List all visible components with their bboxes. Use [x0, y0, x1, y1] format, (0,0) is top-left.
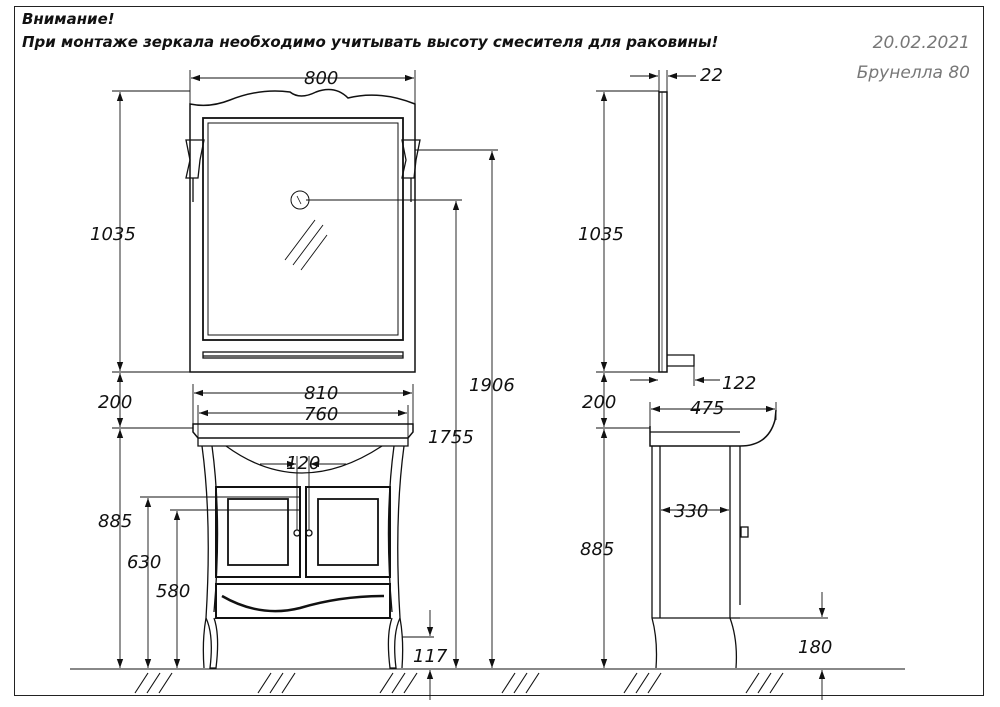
- dim-total-height: 1906: [469, 375, 515, 396]
- side-dimensions: [596, 70, 828, 700]
- front-dimensions: [112, 70, 498, 700]
- warning-title: Внимание!: [22, 10, 115, 28]
- warning-text: При монтаже зеркала необходимо учитывать…: [22, 33, 719, 51]
- dim-floor-gap: 180: [798, 637, 832, 658]
- front-view: [70, 88, 905, 694]
- dim-inner-depth: 330: [674, 501, 708, 522]
- model-name: Брунелла 80: [856, 63, 970, 83]
- dim-door-630: 630: [127, 552, 161, 573]
- dim-basin-width: 760: [304, 404, 338, 425]
- dim-mirror-height-side: 1035: [578, 224, 624, 245]
- mirror-front: [185, 88, 421, 373]
- dim-handle-spacing: 120: [286, 453, 320, 474]
- dim-leg-height: 117: [413, 646, 448, 667]
- drawing-date: 20.02.2021: [872, 33, 970, 53]
- dim-shelf-depth: 122: [722, 373, 756, 394]
- dimension-labels: 800 1035 200 810 760 120 885 630 580 190…: [90, 65, 832, 667]
- dim-gap-side: 200: [582, 392, 616, 413]
- dim-top-width: 810: [304, 383, 338, 404]
- dim-cabinet-height-front: 885: [98, 511, 132, 532]
- dim-outlet-height: 1755: [428, 427, 474, 448]
- dim-side-depth: 475: [690, 398, 724, 419]
- dim-gap-front: 200: [98, 392, 132, 413]
- dim-cabinet-height-side: 885: [580, 539, 614, 560]
- dim-mirror-height-front: 1035: [90, 224, 136, 245]
- dim-door-580: 580: [156, 581, 190, 602]
- vanity-front: [192, 423, 414, 669]
- floor-hatching: [134, 672, 784, 694]
- drawing-border: [14, 6, 984, 696]
- dim-mirror-width: 800: [304, 68, 338, 89]
- side-view: [649, 91, 777, 669]
- dim-mirror-depth: 22: [700, 65, 723, 86]
